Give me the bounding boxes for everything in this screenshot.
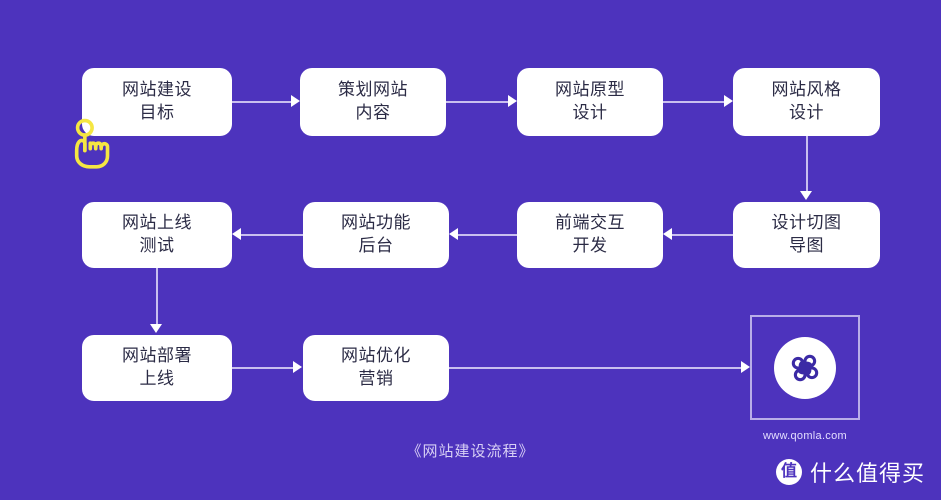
node-label-line2: 导图 <box>789 236 824 255</box>
arrowhead-deploy-to-optimize <box>293 361 302 373</box>
arrowhead-optimize-to-logo <box>741 361 750 373</box>
node-label-line2: 目标 <box>139 103 175 122</box>
diagram-caption: 《网站建设流程》 <box>406 443 535 460</box>
connector-slicing-to-frontend <box>672 234 733 236</box>
qomla-clover-logo-icon <box>791 354 819 381</box>
node-label-line2: 营销 <box>358 369 394 388</box>
arrowhead-prototype-to-style <box>724 95 733 107</box>
connector-goal-to-plan <box>232 101 292 103</box>
node-deploy-online[interactable]: 网站部署 上线 <box>82 335 232 401</box>
connector-prototype-to-style <box>663 101 725 103</box>
node-launch-test[interactable]: 网站上线 测试 <box>82 202 232 268</box>
arrowhead-test-to-deploy <box>150 324 162 333</box>
node-label-line2: 测试 <box>139 236 175 255</box>
node-label-line1: 网站功能 <box>341 213 411 233</box>
arrowhead-plan-to-prototype <box>508 95 517 107</box>
connector-test-to-deploy <box>156 268 158 326</box>
connector-backend-to-test <box>241 234 303 236</box>
node-frontend-dev[interactable]: 前端交互 开发 <box>517 202 663 268</box>
node-label-line2: 内容 <box>355 103 391 122</box>
arrowhead-backend-to-test <box>232 228 241 240</box>
connector-plan-to-prototype <box>446 101 509 103</box>
node-label-line1: 网站上线 <box>122 213 192 233</box>
node-prototype-design[interactable]: 网站原型 设计 <box>517 68 663 136</box>
arrowhead-goal-to-plan <box>291 95 300 107</box>
connector-deploy-to-optimize <box>232 367 294 369</box>
node-label-line1: 设计切图 <box>771 213 842 233</box>
node-label-line2: 设计 <box>572 103 608 122</box>
connector-frontend-to-backend <box>458 234 517 236</box>
node-label-line2: 后台 <box>358 236 394 255</box>
node-label-line1: 网站部署 <box>122 346 192 366</box>
node-optimize-marketing[interactable]: 网站优化 营销 <box>303 335 449 401</box>
node-label-line2: 设计 <box>789 103 824 122</box>
node-label-line1: 网站风格 <box>771 80 842 100</box>
node-label-line1: 前端交互 <box>555 213 625 233</box>
watermark-text: 什么值得买 <box>809 461 925 486</box>
arrowhead-style-to-slicing <box>800 191 812 200</box>
connector-style-to-slicing <box>806 136 808 194</box>
watermark-badge-icon: 值 <box>775 459 802 485</box>
node-style-design[interactable]: 网站风格 设计 <box>733 68 880 136</box>
arrowhead-frontend-to-backend <box>449 228 458 240</box>
node-website-goal[interactable]: 网站建设 目标 <box>82 68 232 136</box>
node-label-line1: 网站建设 <box>122 80 192 100</box>
brand-logo-circle <box>774 336 836 399</box>
node-plan-content[interactable]: 策划网站 内容 <box>300 68 446 136</box>
node-label-line1: 网站原型 <box>555 80 625 100</box>
node-function-backend[interactable]: 网站功能 后台 <box>303 202 449 268</box>
arrowhead-slicing-to-frontend <box>663 228 672 240</box>
node-label-line2: 上线 <box>139 369 175 388</box>
brand-logo-frame <box>750 315 860 420</box>
brand-url: www.qomla.com <box>763 430 847 442</box>
connector-optimize-to-logo <box>449 367 742 369</box>
watermark: 值 什么值得买 <box>775 456 925 488</box>
node-label-line1: 策划网站 <box>338 80 408 100</box>
node-label-line1: 网站优化 <box>341 346 411 366</box>
node-design-slicing[interactable]: 设计切图 导图 <box>733 202 880 268</box>
node-label-line2: 开发 <box>572 236 608 255</box>
